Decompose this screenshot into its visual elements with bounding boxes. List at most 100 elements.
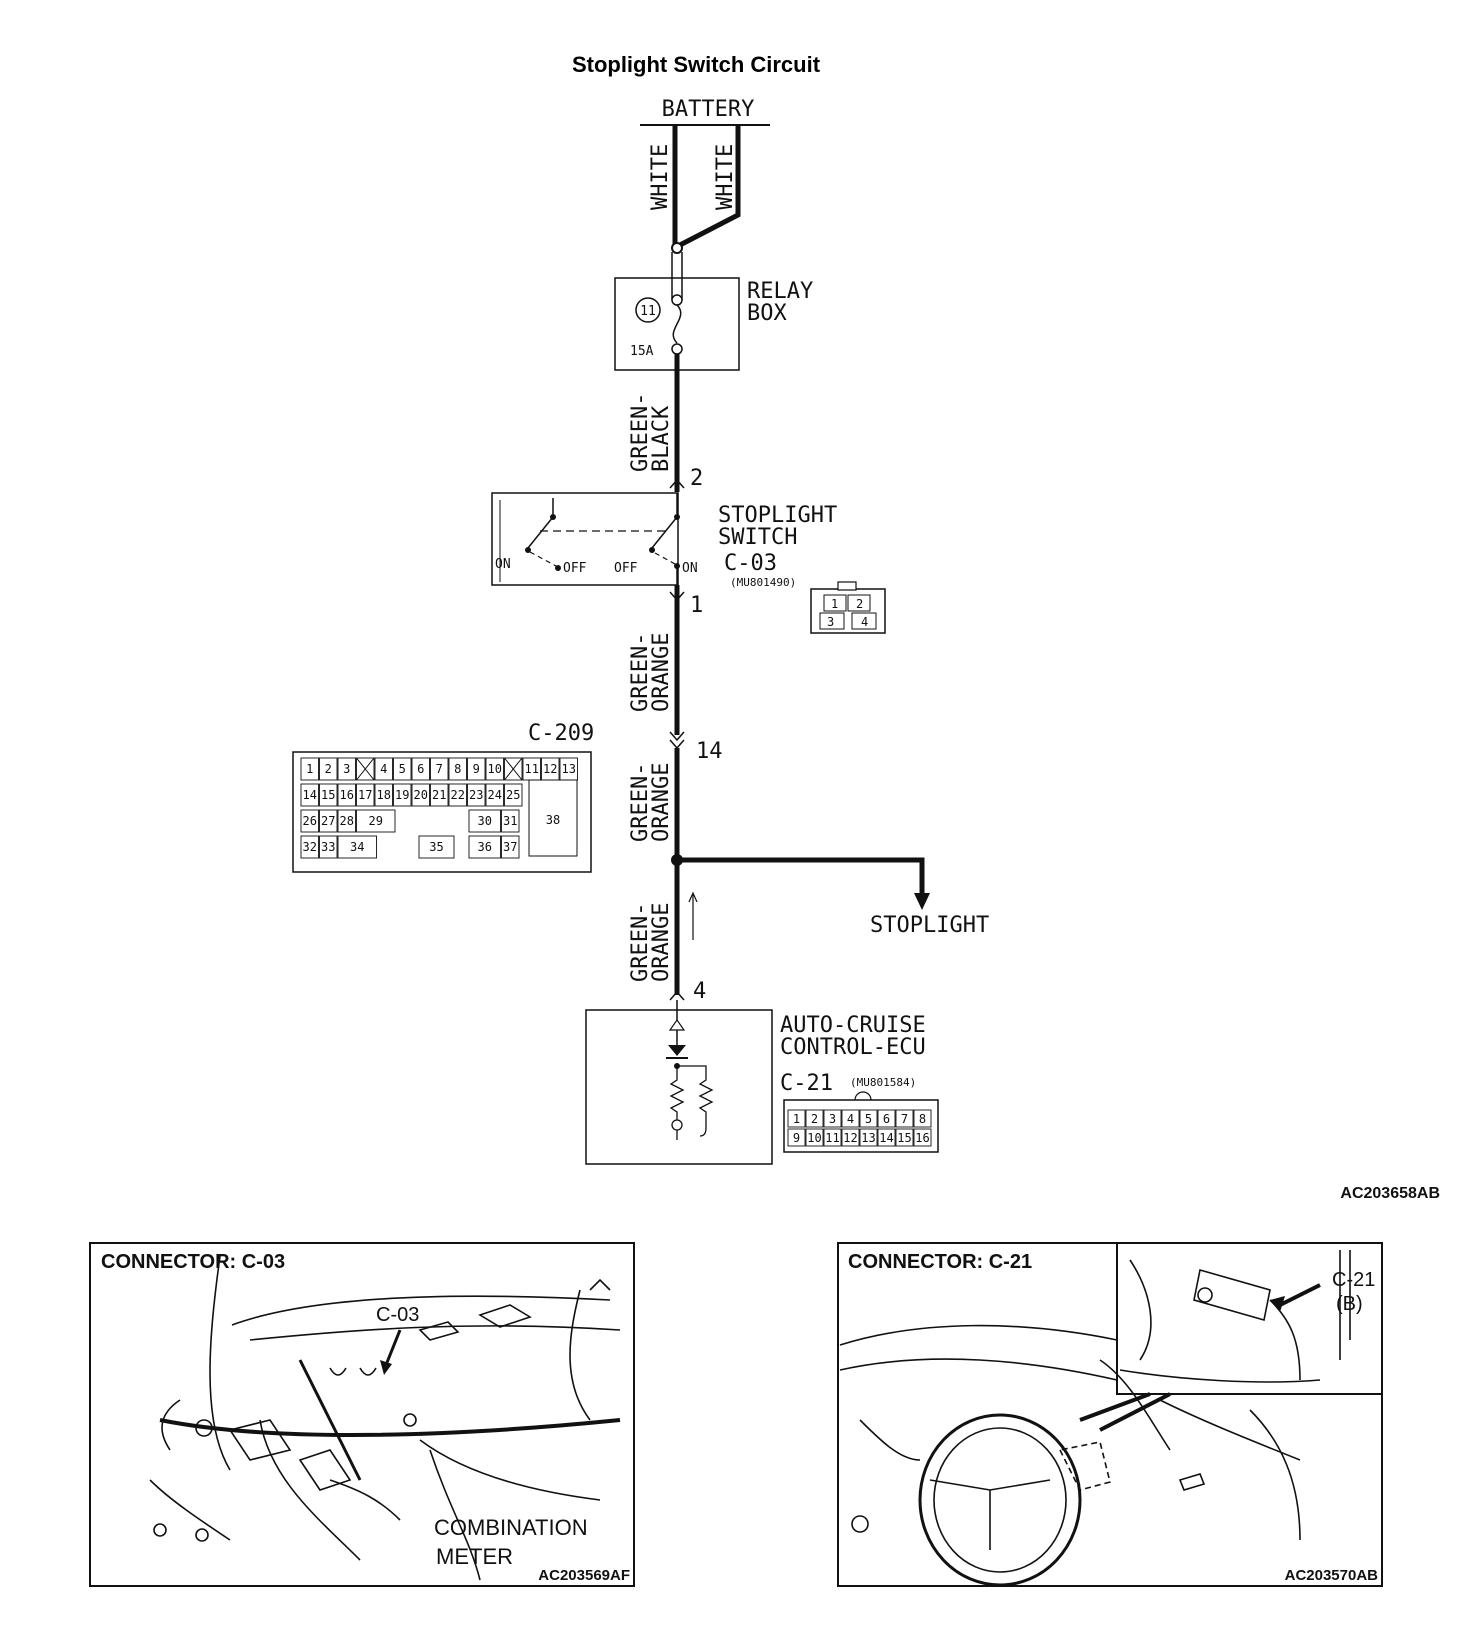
c21-pin-label: 16 xyxy=(915,1131,929,1145)
wire-label-white-left: WHITE xyxy=(648,144,673,210)
ecu-diode xyxy=(668,1045,686,1056)
c209-pin xyxy=(468,835,501,859)
figure-code-main: AC203658AB xyxy=(1340,1185,1440,1202)
c03-pin-2-label: 2 xyxy=(856,597,863,611)
c209-pin xyxy=(528,779,578,857)
c21-pin-label: 12 xyxy=(843,1131,857,1145)
c03-pin-4 xyxy=(851,612,877,630)
ecu-ground-left xyxy=(671,1119,683,1131)
panel-c03-callout-arrowhead xyxy=(380,1360,392,1375)
panel-c21-code: AC203570AB xyxy=(1285,1567,1379,1584)
c209-pin xyxy=(300,783,319,807)
panel-c03-meter-line2: METER xyxy=(436,1544,513,1569)
c03-pin-4-label: 4 xyxy=(861,615,868,629)
panel-c03-dashboard-illustration xyxy=(149,1255,621,1581)
fuse-rating: 15A xyxy=(630,344,654,359)
c21-pin-label: 14 xyxy=(879,1131,893,1145)
c209-pin-label: 29 xyxy=(369,814,383,828)
c03-pin-1 xyxy=(823,594,847,612)
ecu-label-line1: AUTO-CRUISE xyxy=(780,1013,926,1038)
fuse-number-circle xyxy=(635,297,661,323)
c209-pin-label: 23 xyxy=(469,788,483,802)
ecu-connector-label: C-21 xyxy=(780,1071,833,1096)
c209-pin-label: 22 xyxy=(451,788,465,802)
pin-4-connector-mark xyxy=(669,990,685,1001)
c209-pin xyxy=(411,783,430,807)
c209-pin xyxy=(485,757,504,781)
panel-c03-code: AC203569AF xyxy=(538,1567,630,1584)
panel-c21-callout-arrowhead xyxy=(1270,1296,1285,1312)
stoplight-switch-box xyxy=(491,492,679,586)
c03-pin-2 xyxy=(847,594,871,612)
c21-pin-label: 4 xyxy=(847,1112,854,1126)
c21-pin xyxy=(913,1109,932,1128)
ecu-resistor-left xyxy=(669,1066,685,1120)
c21-pin xyxy=(895,1109,914,1128)
c209-pin xyxy=(337,809,356,833)
c209-pin-label: 11 xyxy=(525,762,539,776)
switch-off-left: OFF xyxy=(563,561,587,576)
c209-pin-label: 32 xyxy=(303,840,317,854)
wire-label-green-orange-3b: ORANGE xyxy=(649,903,674,982)
current-direction-arrow-head xyxy=(688,891,698,903)
c209-pin-label: 20 xyxy=(414,788,428,802)
c209-pin xyxy=(448,757,467,781)
c209-pin xyxy=(411,757,430,781)
stoplight-arrow xyxy=(914,893,930,910)
relay-box-label-line1: RELAY xyxy=(747,279,813,304)
wire-label-green-orange-1b: ORANGE xyxy=(649,633,674,712)
ecu-ground-right xyxy=(699,1127,707,1137)
c209-pin-label: 35 xyxy=(429,840,443,854)
c209-pin-label: 9 xyxy=(473,762,480,776)
panel-c21-inset-frame xyxy=(1116,1242,1383,1395)
panel-c21-callout-arrow xyxy=(1279,1283,1321,1307)
c209-pin xyxy=(319,835,338,859)
switch-right-blade xyxy=(651,516,678,549)
c21-key xyxy=(854,1091,872,1101)
c209-pin-label: 37 xyxy=(503,840,517,854)
c209-pin-label: 19 xyxy=(395,788,409,802)
c21-pin-label: 13 xyxy=(861,1131,875,1145)
c209-pin xyxy=(319,757,338,781)
c209-pin xyxy=(468,809,501,833)
panel-c03-callout: C-03 xyxy=(376,1304,419,1326)
c21-pin xyxy=(877,1109,896,1128)
c21-pin xyxy=(895,1128,914,1147)
c209-pin xyxy=(467,757,486,781)
switch-right-on-dash xyxy=(654,552,676,565)
c21-pin xyxy=(913,1128,932,1147)
panel-c21-dashboard-illustration xyxy=(839,1250,1351,1587)
c03-pin-1-label: 1 xyxy=(831,597,838,611)
ecu-input-arrow xyxy=(668,1018,686,1031)
c209-pin xyxy=(504,783,523,807)
c21-pin-label: 2 xyxy=(811,1112,818,1126)
c209-pin-blank xyxy=(356,757,375,781)
c209-pin xyxy=(430,783,449,807)
c209-pin-label: 1 xyxy=(306,762,313,776)
c209-pin-label: 13 xyxy=(562,762,576,776)
panel-c21-frame xyxy=(837,1242,1383,1587)
stoplight-switch-label-line2: SWITCH xyxy=(718,525,797,550)
panel-c03-meter-line1: COMBINATION xyxy=(434,1515,588,1540)
stoplight-switch-part-number: (MU801490) xyxy=(730,576,796,589)
switch-left-blade xyxy=(527,516,554,549)
c209-pin xyxy=(467,783,486,807)
c209-pin xyxy=(356,783,375,807)
c209-pin-label: 24 xyxy=(488,788,502,802)
diagram-title: Stoplight Switch Circuit xyxy=(572,52,821,77)
panel-c21-callout-line1: C-21 xyxy=(1332,1269,1375,1291)
auto-cruise-ecu-box xyxy=(585,1009,773,1165)
panel-c03-title: CONNECTOR: C-03 xyxy=(101,1251,285,1273)
pin-4-label: 4 xyxy=(693,979,706,1004)
wire-label-green-black-2: BLACK xyxy=(649,405,674,472)
c209-pin xyxy=(319,809,338,833)
ecu-label-line2: CONTROL-ECU xyxy=(780,1035,926,1060)
fuse-terminal-top xyxy=(671,294,683,306)
c209-pin-label: 15 xyxy=(321,788,335,802)
c209-pin-label: 34 xyxy=(350,840,364,854)
wire-label-green-orange-1a: GREEN- xyxy=(628,633,653,712)
c03-pin-3 xyxy=(819,612,845,630)
c21-pin-label: 11 xyxy=(825,1131,839,1145)
c209-pin xyxy=(300,809,319,833)
